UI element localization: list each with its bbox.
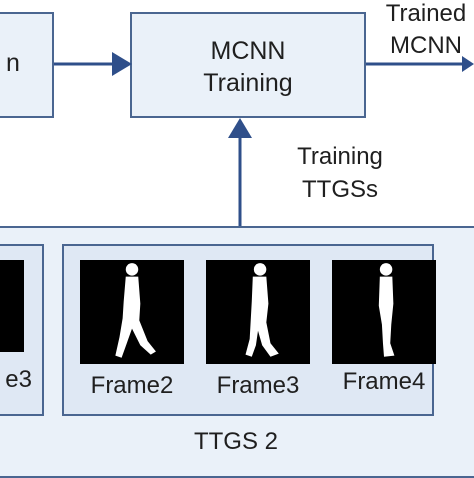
training-label: Training: [203, 69, 293, 97]
frame-thumbnail-partial: [0, 260, 24, 352]
ttgs-1-group: e3: [0, 244, 44, 416]
ttgs-2-group: Frame2 Frame3 Frame4: [62, 244, 436, 416]
left-process-label: n: [6, 49, 20, 77]
frame4-thumbnail: [332, 260, 436, 364]
walking-silhouette-icon: [378, 263, 395, 357]
mcnn-label: MCNN: [210, 37, 286, 65]
arrow-left-to-mcnn-head: [112, 52, 132, 76]
frame4-label: Frame4: [342, 368, 426, 395]
walking-silhouette-icon: [115, 263, 156, 358]
training-ttgss-line1: Training: [297, 143, 383, 170]
left-process-box: n: [0, 12, 54, 118]
walking-silhouette-icon: [245, 263, 279, 357]
training-ttgss-line2: TTGSs: [302, 176, 378, 203]
trained-mcnn-line1: Trained: [385, 0, 467, 27]
frame2-label: Frame2: [90, 372, 174, 399]
mcnn-training-box: MCNN Training: [130, 12, 366, 118]
trained-mcnn-line2: MCNN: [390, 32, 462, 59]
arrow-ttgs-to-mcnn-head: [228, 118, 252, 138]
frame3-thumbnail: [206, 260, 310, 364]
ttgs-2-label: TTGS 2: [193, 428, 278, 455]
frame-label-partial: e3: [5, 366, 32, 393]
frame3-label: Frame3: [216, 372, 300, 399]
frame2-thumbnail: [80, 260, 184, 364]
